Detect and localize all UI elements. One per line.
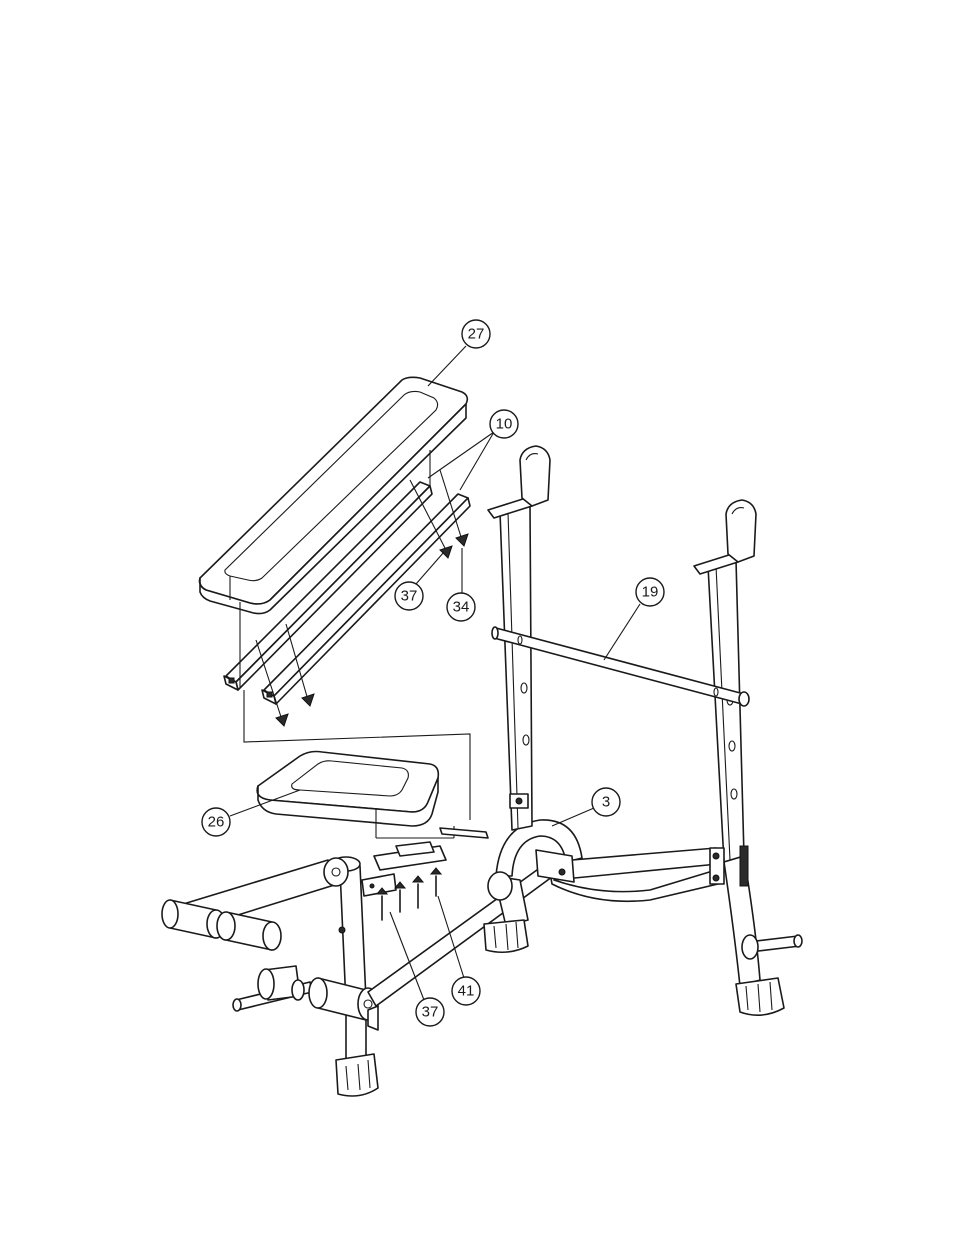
callout-34: 34: [453, 599, 470, 616]
callout-3: 3: [602, 794, 610, 811]
callout-37-upper: 37: [401, 588, 418, 605]
back-pad: [200, 377, 470, 704]
callout-41: 41: [458, 983, 475, 1000]
callout-19: 19: [642, 584, 659, 601]
callout-26: 26: [208, 814, 225, 831]
seat-pad: [257, 752, 488, 871]
callout-27: 27: [468, 326, 485, 343]
rear-frame: [484, 820, 718, 952]
callout-10: 10: [496, 416, 513, 433]
right-upright: [694, 500, 802, 1015]
callout-37-lower: 37: [422, 1004, 439, 1021]
